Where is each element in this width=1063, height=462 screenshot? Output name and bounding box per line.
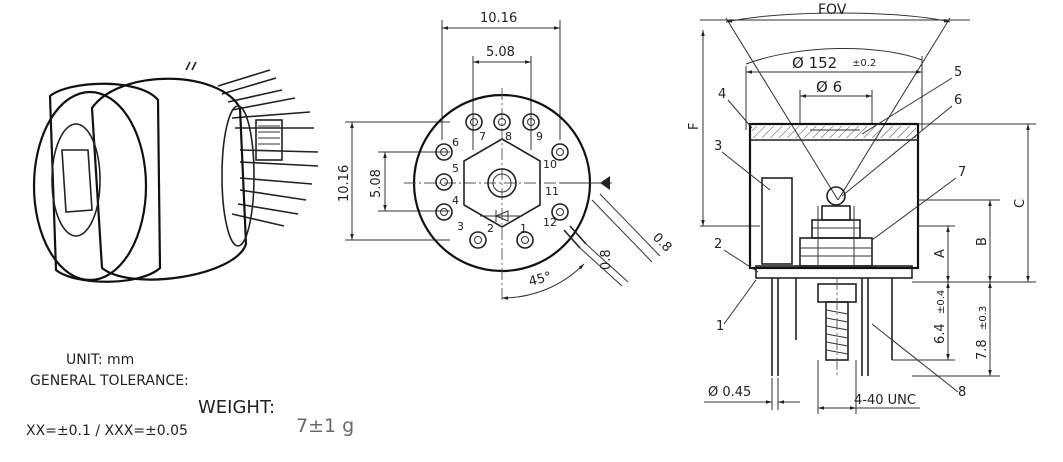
callout-leaders — [721, 77, 959, 393]
dim-stud-length-tol: ±0.3 — [978, 306, 989, 330]
callout-number: 3 — [714, 139, 722, 154]
label-f: F — [687, 123, 702, 130]
callout-number: 1 — [716, 319, 724, 334]
callout-number: 5 — [954, 65, 962, 80]
pin-number: 2 — [487, 222, 494, 235]
weight-label: WEIGHT: — [198, 397, 276, 418]
callout-number: 6 — [954, 93, 962, 108]
general-tolerance-label: GENERAL TOLERANCE: — [30, 373, 189, 389]
pin-number: 7 — [479, 130, 486, 143]
section-view: FOV Ø 152 ±0.2 Ø 6 F A B C 6.4 ±0.4 7.8 … — [687, 2, 1036, 414]
sensor-bulb — [826, 186, 846, 206]
pin-number: 3 — [457, 220, 464, 233]
dim-pin-length: 6.4 — [933, 323, 948, 344]
label-a: A — [933, 249, 948, 258]
label-window-dia: Ø 152 — [792, 54, 837, 72]
callout-number: 4 — [718, 87, 726, 102]
callout-number: 8 — [958, 385, 966, 400]
dim-inner-pin-spacing: 5.08 — [486, 45, 515, 60]
label-b: B — [975, 237, 990, 246]
pin-number: 4 — [452, 194, 459, 207]
can-housing — [748, 122, 920, 270]
weight-value: 7±1 g — [296, 415, 355, 437]
isometric-view — [32, 61, 319, 283]
iso-body — [90, 77, 248, 281]
pin-number: 12 — [543, 216, 557, 229]
label-c: C — [1013, 199, 1028, 208]
dim-stud-length: 7.8 — [975, 339, 990, 360]
iso-window — [51, 123, 101, 237]
leads — [771, 278, 893, 376]
pin-number: 6 — [452, 136, 459, 149]
callout-number: 2 — [714, 237, 722, 252]
dim-tab-offset: 0.8 — [649, 230, 674, 255]
hex-nut — [463, 138, 541, 228]
coil — [761, 177, 793, 265]
iso-pins — [185, 61, 319, 227]
pin-number: 11 — [545, 185, 559, 198]
pin-number: 1 — [520, 222, 527, 235]
iso-cap — [48, 82, 162, 283]
pin-number: 9 — [536, 130, 543, 143]
dim-outer-pin-spacing: 10.16 — [480, 11, 517, 26]
dim-vertical-outer: 10.16 — [337, 165, 352, 202]
label-sensor-dia: Ø 6 — [816, 78, 842, 96]
pin-number: 8 — [505, 130, 512, 143]
iso-stud — [255, 119, 283, 161]
label-fov: FOV — [818, 2, 847, 18]
dim-vertical-inner: 5.08 — [369, 169, 384, 198]
header-pins — [435, 113, 569, 249]
callout-number: 7 — [958, 165, 966, 180]
thread-label: 4-40 UNC — [854, 393, 916, 408]
pin-number: 5 — [452, 162, 459, 175]
pin-number: 10 — [543, 158, 557, 171]
dim-tab-width: 0.8 — [599, 249, 614, 270]
dim-pin-dia: Ø 0.45 — [708, 385, 751, 400]
unit-note: UNIT: mm — [66, 352, 135, 368]
dim-pin-length-tol: ±0.4 — [936, 290, 947, 314]
dim-angle: 45° — [527, 269, 553, 289]
pin-view: 10.16 5.08 10.16 5.08 0.8 0.8 45° 1 2 3 … — [337, 11, 674, 300]
label-window-tol: ±0.2 — [852, 58, 876, 69]
tolerance-values: XX=±0.1 / XXX=±0.05 — [26, 423, 188, 439]
